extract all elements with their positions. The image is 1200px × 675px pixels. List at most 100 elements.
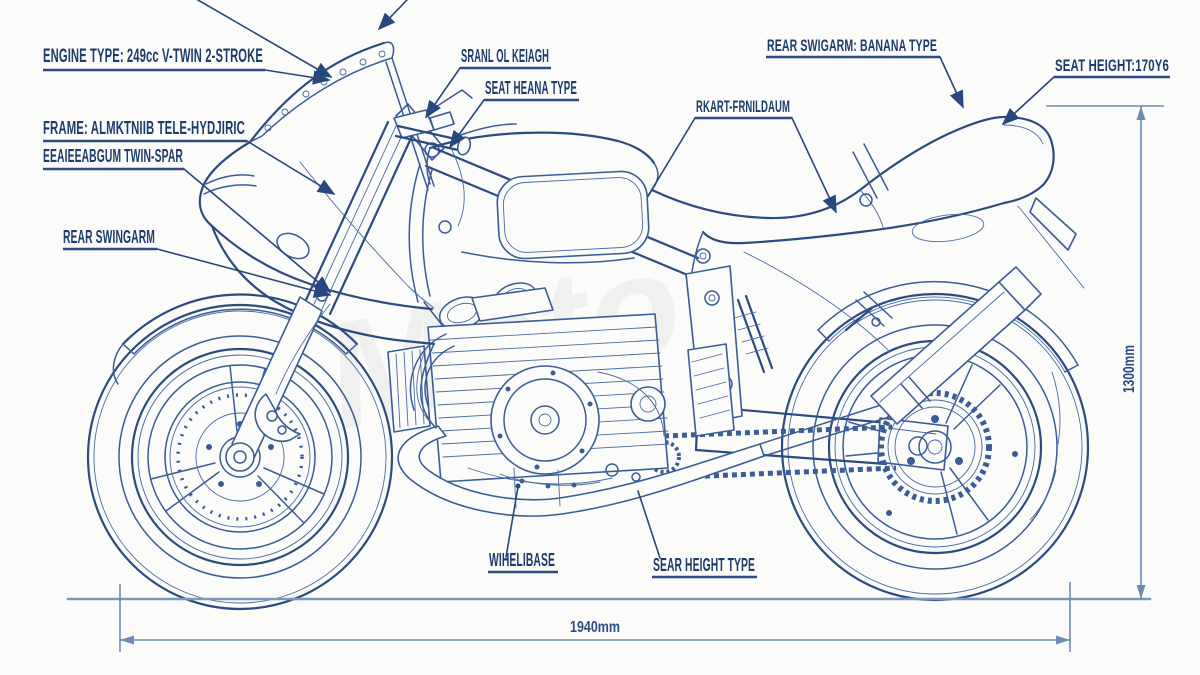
crankcase [490, 365, 600, 475]
wheelbase-extension-lines [119, 582, 1071, 652]
headlight-slit [203, 174, 257, 195]
brake-caliper [254, 393, 301, 442]
rear-sprocket-inner2 [894, 406, 976, 488]
shock-absorber [736, 294, 774, 374]
fork-tube-rear [328, 134, 414, 316]
crankcase-ring [503, 378, 587, 462]
front-rim-inner [147, 364, 333, 550]
windscreen-inner [249, 57, 393, 143]
undertail-scoop [911, 213, 985, 243]
pivot-bolt-upper [704, 290, 720, 306]
rear-sprocket-inner [887, 399, 983, 495]
hugger-ends [817, 329, 1079, 373]
muffler-cap [998, 266, 1042, 311]
clutch-arc [597, 371, 665, 437]
hugger-outer [817, 280, 1079, 366]
rear-fender [817, 280, 1079, 373]
axle-nut [908, 436, 928, 456]
radiator-hatch [395, 349, 425, 429]
front-brake-disc [164, 381, 316, 533]
front-axle [225, 442, 255, 472]
wheelbase-dimension-label: 1940mm [570, 619, 620, 636]
subframe-rail [743, 251, 891, 353]
callout-sear-height-type: SEAR HEIGHT TYPE [637, 490, 757, 579]
rear-hub-inner [927, 439, 943, 455]
clutch-cover [630, 386, 666, 422]
crankcase-center-inner [538, 413, 552, 427]
belly-panel [420, 343, 437, 429]
rear-cylinder-hatch [691, 353, 731, 419]
handlebar [393, 89, 517, 227]
rear-tire-inner-line [787, 299, 1083, 595]
footpeg-bracket [844, 291, 893, 332]
callout-engine-type: ENGINE TYPE: 249cc V-TWIN 2-STROKE [43, 46, 331, 85]
knee-panel [496, 170, 650, 260]
fender-inner [133, 308, 347, 355]
tail-blade [1029, 197, 1077, 251]
seat-heana-label: SEAT HEANA TYPE [485, 78, 577, 98]
arrowhead [1136, 585, 1146, 599]
knee-panel-inner [502, 177, 644, 253]
muffler [844, 266, 1042, 425]
engine-mount [423, 301, 447, 331]
height-dimension-label: 1300mm [1121, 345, 1138, 393]
linkage-1 [605, 463, 619, 477]
rear-hub [918, 430, 952, 464]
rear-tire-marks [1029, 371, 1061, 521]
frame-label-line2: EEAIEEABGUM TWIN-SPAR [43, 146, 183, 166]
windscreen-screws [264, 50, 386, 132]
arrowhead [1136, 106, 1146, 120]
wheelbase-label: WIHELIBASE [489, 550, 555, 570]
front-fender [112, 293, 359, 385]
front-rim [130, 347, 350, 567]
srawl-label: SRANL OL KEIAGH [461, 46, 549, 66]
seat-bolt-front [695, 248, 711, 264]
caliper-bolt-1 [266, 410, 278, 422]
sear-height-type-label: SEAR HEIGHT TYPE [653, 555, 755, 575]
engine-bolts [519, 478, 577, 489]
linkage-2 [631, 472, 641, 482]
seat-height-label: SEAT HEIGHT:170Y6 [1055, 56, 1169, 75]
seat-under [691, 231, 704, 273]
callout-seat-height: SEAT HEIGHT:170Y6 [1001, 56, 1170, 126]
front-tire-bead [118, 335, 362, 579]
callouts: ENGINE TYPE: 249cc V-TWIN 2-STROKE FRAME… [43, 0, 1170, 579]
valve-cover [471, 287, 554, 322]
fairing-lower-edge [210, 224, 436, 346]
banana-label: REAR SWIGARM: BANANA TYPE [767, 36, 937, 55]
tail-pipe [759, 403, 893, 457]
front-tire [86, 303, 394, 611]
fork-tube-front [304, 120, 390, 302]
callout-srawl: SRANL OL KEIAGH [425, 46, 551, 119]
tail-bottom [701, 201, 1006, 245]
sprocket-bolts [907, 415, 963, 465]
front-wheel [86, 303, 394, 611]
mirror-stalk [427, 89, 473, 113]
clutch-cover-inner [639, 395, 657, 413]
caliper-bolt-2 [277, 425, 287, 435]
fairing-nose [198, 140, 434, 311]
callout-rkart: RKART-FRNILDAUM [647, 97, 837, 214]
front-rim-mid [137, 354, 343, 560]
arrowhead [1056, 635, 1070, 645]
downtube [408, 163, 433, 303]
front-sprocket [647, 440, 681, 474]
tail-inner-line [1003, 124, 1044, 145]
tank-bolt [438, 220, 452, 234]
offscreen-leaders [197, 0, 408, 78]
fork-tube-lines [313, 125, 405, 310]
exhaust [397, 403, 893, 517]
front-disc-drill-holes [176, 393, 304, 521]
master-cylinder [429, 111, 455, 131]
seat-ribs [852, 143, 889, 199]
pivot-bolt-upper-inner [708, 294, 716, 302]
frame-label-line1: FRAME: ALMKTNIIB TELE-HYDJIRIC [43, 118, 245, 138]
muffler-bands [900, 376, 931, 409]
windscreen-curl [383, 41, 395, 59]
fairing-vent [276, 232, 310, 260]
seat-bolt-rear [859, 193, 873, 207]
rear-tire-bead [812, 324, 1058, 570]
shock-coils [733, 311, 769, 355]
callout-wheelbase: WIHELIBASE [488, 483, 558, 574]
